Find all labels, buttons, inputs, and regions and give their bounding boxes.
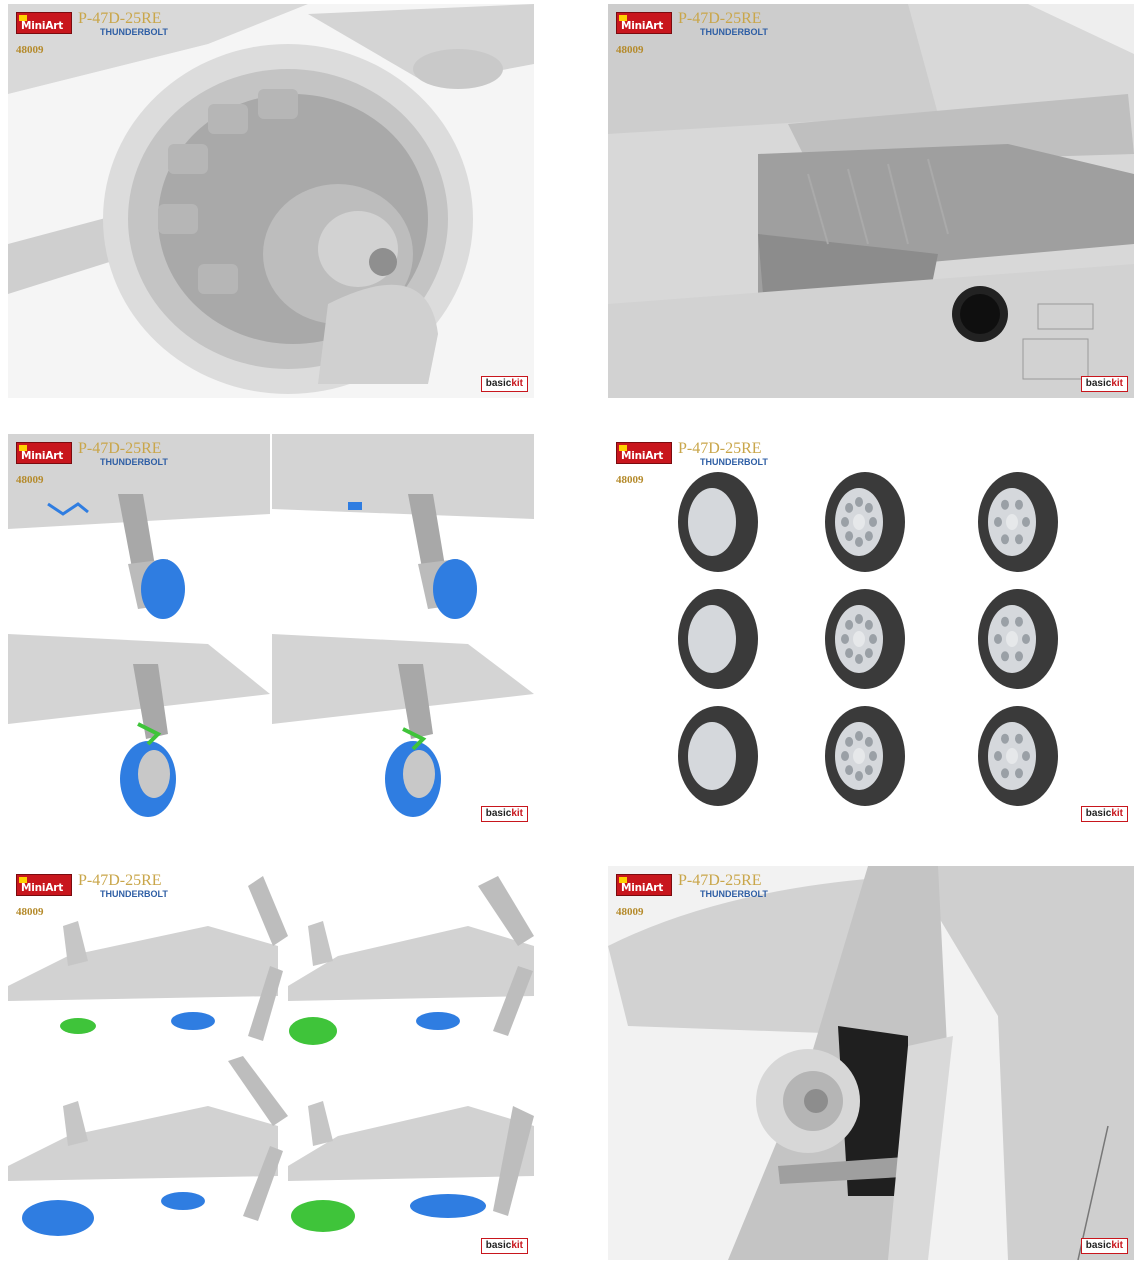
- model-subtitle: THUNDERBOLT: [100, 889, 168, 899]
- kit-code: 48009: [616, 906, 644, 918]
- engine-render: [8, 4, 534, 398]
- brand-block: MiniArt P-47D-25RE THUNDERBOLT 48009: [16, 10, 216, 62]
- flag-icon: [619, 445, 627, 451]
- wheel-variant: [825, 706, 905, 806]
- model-subtitle: THUNDERBOLT: [100, 457, 168, 467]
- model-title: P-47D-25RE: [78, 872, 162, 889]
- wheel-variant: [978, 706, 1058, 806]
- wheel-well-render: [608, 4, 1134, 398]
- miniart-logo: MiniArt: [616, 874, 672, 896]
- flag-icon: [19, 445, 27, 451]
- tailwheel-render: [608, 866, 1134, 1260]
- miniart-logo: MiniArt: [16, 442, 72, 464]
- miniart-logo: MiniArt: [616, 442, 672, 464]
- flag-icon: [619, 15, 627, 21]
- panel-tailwheel-closeup: MiniArt P-47D-25RE THUNDERBOLT 48009 bas…: [608, 866, 1134, 1260]
- kit-code: 48009: [616, 44, 644, 56]
- basickit-badge: basickit: [480, 1238, 528, 1254]
- brand-block: MiniArt P-47D-25RE THUNDERBOLT 48009: [16, 440, 216, 492]
- brand-block: MiniArt P-47D-25RE THUNDERBOLT 48009: [616, 440, 816, 492]
- model-title: P-47D-25RE: [678, 10, 762, 27]
- flag-icon: [19, 15, 27, 21]
- model-subtitle: THUNDERBOLT: [700, 457, 768, 467]
- kit-code: 48009: [16, 474, 44, 486]
- panel-landing-gear-variants: MiniArt P-47D-25RE THUNDERBOLT 48009 bas…: [8, 434, 534, 828]
- basickit-badge: basickit: [480, 806, 528, 822]
- flag-icon: [19, 877, 27, 883]
- panel-engine-closeup: MiniArt P-47D-25RE THUNDERBOLT 48009 bas…: [8, 4, 534, 398]
- kit-code: 48009: [616, 474, 644, 486]
- model-subtitle: THUNDERBOLT: [100, 27, 168, 37]
- wheel-variant: [978, 589, 1058, 689]
- kit-code: 48009: [16, 44, 44, 56]
- model-subtitle: THUNDERBOLT: [700, 889, 768, 899]
- panel-wheel-variants: MiniArt P-47D-25RE THUNDERBOLT 48009 bas…: [608, 434, 1134, 828]
- aircraft-bottom-right: [288, 1101, 534, 1232]
- miniart-logo: MiniArt: [616, 12, 672, 34]
- model-title: P-47D-25RE: [78, 10, 162, 27]
- brand-block: MiniArt P-47D-25RE THUNDERBOLT 48009: [616, 872, 816, 924]
- basickit-badge: basickit: [480, 376, 528, 392]
- panel-wheel-well-closeup: MiniArt P-47D-25RE THUNDERBOLT 48009 bas…: [608, 4, 1134, 398]
- model-subtitle: THUNDERBOLT: [700, 27, 768, 37]
- wheel-variant: [678, 589, 758, 689]
- panel-ordnance-variants: MiniArt P-47D-25RE THUNDERBOLT 48009 bas…: [8, 866, 534, 1260]
- brand-block: MiniArt P-47D-25RE THUNDERBOLT 48009: [616, 10, 816, 62]
- aircraft-top-left: [8, 876, 288, 1041]
- basickit-badge: basickit: [1080, 376, 1128, 392]
- wheel-variant: [678, 706, 758, 806]
- kit-code: 48009: [16, 906, 44, 918]
- miniart-logo: MiniArt: [16, 874, 72, 896]
- wheels-render: [608, 434, 1134, 828]
- miniart-logo: MiniArt: [16, 12, 72, 34]
- model-title: P-47D-25RE: [678, 872, 762, 889]
- wheel-variant: [978, 472, 1058, 572]
- basickit-badge: basickit: [1080, 806, 1128, 822]
- ordnance-render: [8, 866, 534, 1260]
- wheel-variant: [825, 589, 905, 689]
- aircraft-bottom-left: [8, 1056, 288, 1236]
- wheel-variant: [678, 472, 758, 572]
- wheel-variant: [825, 472, 905, 572]
- aircraft-top-right: [288, 876, 534, 1045]
- model-title: P-47D-25RE: [78, 440, 162, 457]
- model-title: P-47D-25RE: [678, 440, 762, 457]
- landing-gear-render: [8, 434, 534, 828]
- flag-icon: [619, 877, 627, 883]
- brand-block: MiniArt P-47D-25RE THUNDERBOLT 48009: [16, 872, 216, 924]
- basickit-badge: basickit: [1080, 1238, 1128, 1254]
